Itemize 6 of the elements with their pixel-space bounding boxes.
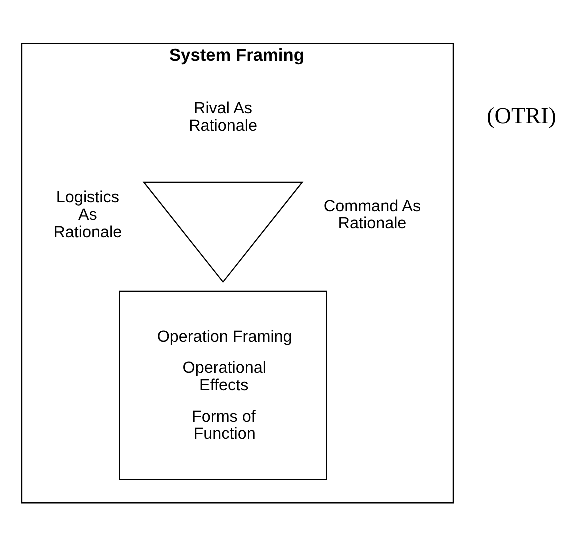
label: (OTRI) [487, 104, 556, 130]
node-label: Logistics As Rationale [54, 188, 122, 242]
node-label: Command As Rationale [324, 197, 422, 233]
node-box: Operation Framing Operational Effects Forms of Function [119, 290, 328, 481]
node-triangle [142, 182, 304, 284]
node-label: Rival As Rationale [189, 100, 258, 135]
